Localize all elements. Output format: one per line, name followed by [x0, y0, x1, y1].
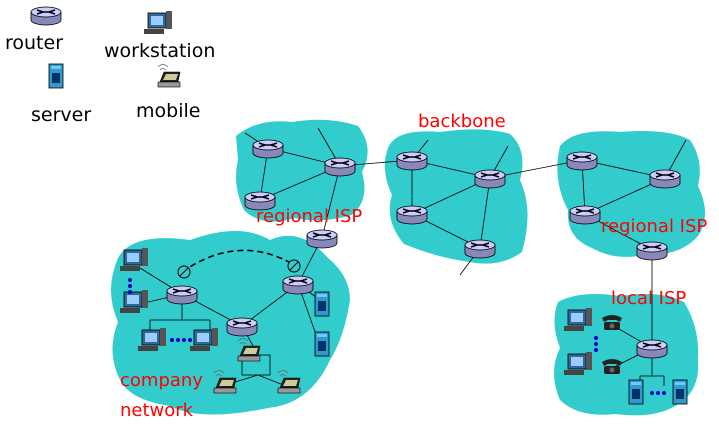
router-icon: [396, 151, 428, 171]
router-icon: [636, 241, 668, 261]
router-icon: [464, 239, 496, 259]
workstation-icon: [143, 10, 173, 35]
regional-isp-right-cloud: [557, 131, 705, 257]
regional-isp-right-label: regional ISP: [601, 216, 708, 237]
router-icon: [226, 317, 258, 337]
legend-router-label: router: [5, 32, 64, 54]
company-network-label-line2: network: [120, 400, 194, 421]
router-icon: [396, 205, 428, 225]
ellipsis-dots: [594, 336, 666, 395]
server-icon: [48, 63, 64, 89]
router-icon: [166, 285, 198, 305]
mobile-icon: [157, 64, 181, 88]
server-icon: [314, 291, 330, 317]
wireless-link: [181, 249, 297, 273]
legend-server-label: server: [31, 104, 92, 126]
ellipsis-dots: [128, 278, 192, 342]
regional-isp-left-label: regional ISP: [256, 206, 363, 227]
router-icon: [282, 275, 314, 295]
server-icon: [314, 331, 330, 357]
router-icon: [324, 157, 356, 177]
server-icon: [628, 379, 644, 405]
router-icon: [306, 229, 338, 249]
router-icon: [474, 169, 506, 189]
router-icon: [566, 151, 598, 171]
router-icon: [30, 6, 62, 26]
local-isp-label: local ISP: [611, 288, 687, 309]
antenna-icon: [177, 259, 301, 279]
company-network-label-line1: company: [120, 370, 203, 391]
phone-icon: [602, 359, 622, 374]
server-icon: [672, 379, 688, 405]
phone-icon: [602, 315, 622, 330]
router-icon: [636, 339, 668, 359]
backbone-label: backbone: [418, 111, 506, 132]
router-icon: [252, 139, 284, 159]
legend-mobile-label: mobile: [136, 100, 201, 122]
legend-workstation-label: workstation: [104, 40, 216, 62]
router-icon: [649, 169, 681, 189]
router-icon: [569, 205, 601, 225]
